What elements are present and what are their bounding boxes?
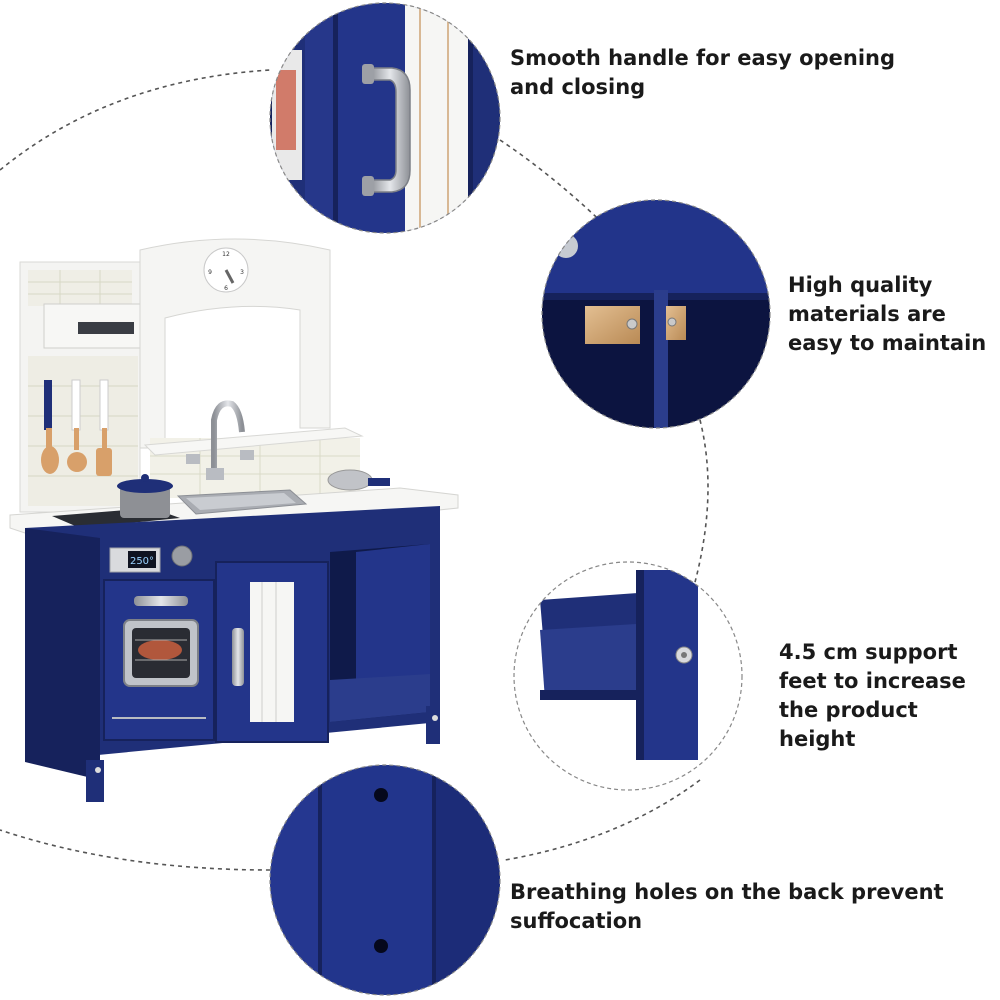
oven-temperature-display: 250°: [130, 556, 154, 567]
detail-circle-feet: [513, 561, 743, 791]
detail-circle-materials: [541, 199, 771, 429]
caption-feet: 4.5 cm support feet to increase the prod…: [779, 640, 966, 751]
caption-materials: High quality materials are easy to maint…: [788, 273, 987, 355]
clock-12: 12: [222, 251, 230, 258]
caption-holes: Breathing holes on the back prevent suff…: [510, 880, 944, 933]
detail-circle-holes: [269, 764, 501, 996]
clock-6: 6: [224, 285, 228, 292]
detail-circle-handle: [269, 2, 501, 234]
caption-handle: Smooth handle for easy opening and closi…: [510, 46, 895, 99]
breathing-hole-top: [374, 788, 388, 802]
clock-9: 9: [208, 269, 212, 276]
breathing-hole-bottom: [374, 939, 388, 953]
play-kitchen: 12 3 6 9: [9, 238, 459, 802]
clock-3: 3: [240, 269, 244, 276]
